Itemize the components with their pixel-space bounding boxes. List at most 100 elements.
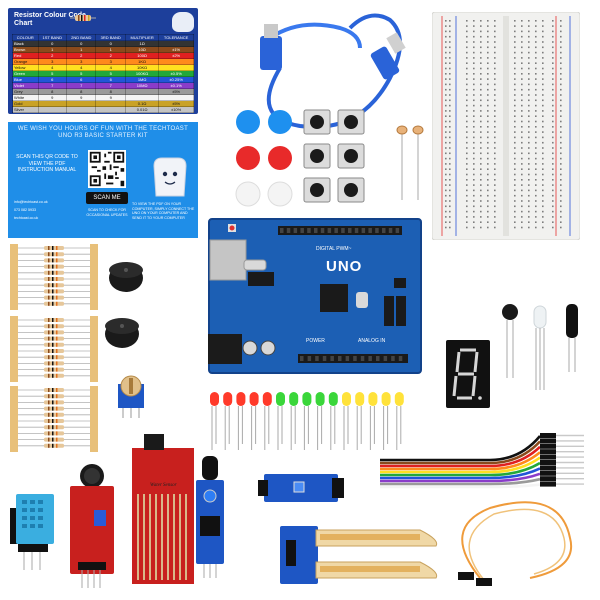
table-cell: ±10% [158, 106, 194, 113]
usb-cable [260, 13, 406, 129]
tactile-button [337, 143, 365, 169]
soil-sensor-module [258, 474, 344, 502]
tactile-buttons [303, 109, 365, 203]
contact-website: techtoast.co.uk [14, 216, 39, 220]
button-caps [230, 108, 300, 208]
tactile-button [303, 177, 331, 203]
usb-a-connector [370, 46, 400, 80]
tactile-button [303, 109, 331, 135]
toast-mascot-icon [172, 12, 194, 32]
contact-phone: 073 082 5933 [14, 208, 36, 212]
female-jumper-wires [458, 501, 573, 586]
led [368, 392, 378, 450]
tactile-button [337, 177, 365, 203]
power-label: POWER [306, 338, 325, 344]
card-scan-text: SCAN THIS QR CODE TO VIEW THE PDF INSTRU… [16, 154, 78, 173]
table-row: Silver 0.01Ω±10% [12, 106, 194, 113]
led [249, 392, 259, 450]
jumper-wire [380, 438, 584, 465]
seven-segment-display [446, 340, 490, 408]
sound-sensor-module [70, 464, 114, 588]
colour-name-cell: Silver [12, 106, 39, 113]
table-cell [66, 106, 97, 113]
led [342, 392, 351, 450]
instruction-card: WE WISH YOU HOURS OF FUN WITH THE TECHTO… [8, 122, 198, 238]
toast-mascot-icon [153, 157, 187, 197]
updates-text: SCAN TO CHECK FOR OCCASIONAL UPDATES [86, 208, 128, 217]
dc-barrel-jack [208, 334, 242, 364]
led [289, 392, 299, 450]
jumper-wire [380, 443, 584, 468]
led [223, 392, 233, 450]
dht11-sensor [10, 494, 54, 570]
water-sensor [132, 434, 194, 584]
usb-b-port [209, 239, 247, 281]
analog-in-label: ANALOG IN [358, 338, 386, 344]
crystal [243, 259, 267, 271]
led [262, 392, 272, 450]
led [236, 392, 246, 450]
jumper-wire [380, 433, 584, 462]
digital-pwm-label: DIGITAL PWM~ [316, 246, 352, 252]
tactile-button [303, 143, 331, 169]
table-header-cell: MULTIPLIER [124, 34, 160, 41]
table-header-cell: TOLERANCE [158, 34, 194, 41]
ir-obstacle-sensor [196, 456, 224, 578]
contact-list: info@techtoast.co.uk 073 082 5933 techto… [14, 198, 80, 222]
potentiometer [118, 375, 144, 418]
jumper-wire [380, 460, 584, 477]
led [381, 392, 391, 450]
jumper-wire [380, 449, 584, 471]
scan-me-button[interactable]: SCAN ME [86, 192, 128, 204]
resistor-strip [10, 316, 98, 382]
card-right-text: TO VIEW THE PDF ON YOUR COMPUTER, SIMPLY… [132, 202, 195, 220]
tilt-switch [566, 304, 578, 338]
jumper-ribbon [380, 433, 584, 489]
photoresistors [396, 125, 424, 200]
resistor-strip [10, 386, 98, 452]
led [302, 392, 312, 450]
table-cell [37, 106, 68, 113]
mcu-chip [320, 284, 348, 312]
seven-segment-digit [452, 348, 482, 400]
reset-button [229, 225, 235, 231]
uno-label: UNO [326, 258, 363, 275]
usb-b-connector [260, 36, 282, 70]
qr-code[interactable] [88, 150, 126, 188]
jumper-wire [380, 481, 584, 489]
resistor-strips [10, 244, 98, 452]
led-row [210, 392, 404, 450]
jumper-wire [380, 476, 584, 486]
thermistor [502, 304, 518, 320]
card-message: WE WISH YOU HOURS OF FUN WITH THE TECHTO… [17, 126, 189, 139]
resistor-icon [70, 15, 96, 21]
chart-title: Resistor Colour Code Chart [14, 12, 86, 27]
resistor-strip [10, 244, 98, 310]
board-components [208, 224, 408, 364]
table-cell: 0.01Ω [124, 106, 160, 113]
table-cell [95, 106, 126, 113]
jumper-wire [380, 465, 584, 480]
small-sensors [502, 304, 578, 390]
rgb-led [533, 305, 547, 329]
led [355, 392, 365, 450]
soil-moisture-probe [280, 526, 438, 584]
led [276, 392, 285, 450]
water-sensor-label: Water Sensor [150, 483, 177, 488]
led [210, 392, 219, 450]
button-caps-graphic [235, 110, 293, 207]
jumper-wire [380, 454, 584, 474]
led [315, 392, 325, 450]
buzzers [105, 262, 143, 348]
led [328, 392, 338, 450]
breadboard [432, 12, 580, 240]
jumper-wire [380, 470, 584, 483]
led [394, 392, 404, 450]
contact-email: info@techtoast.co.uk [14, 200, 48, 204]
tactile-button [337, 109, 365, 135]
